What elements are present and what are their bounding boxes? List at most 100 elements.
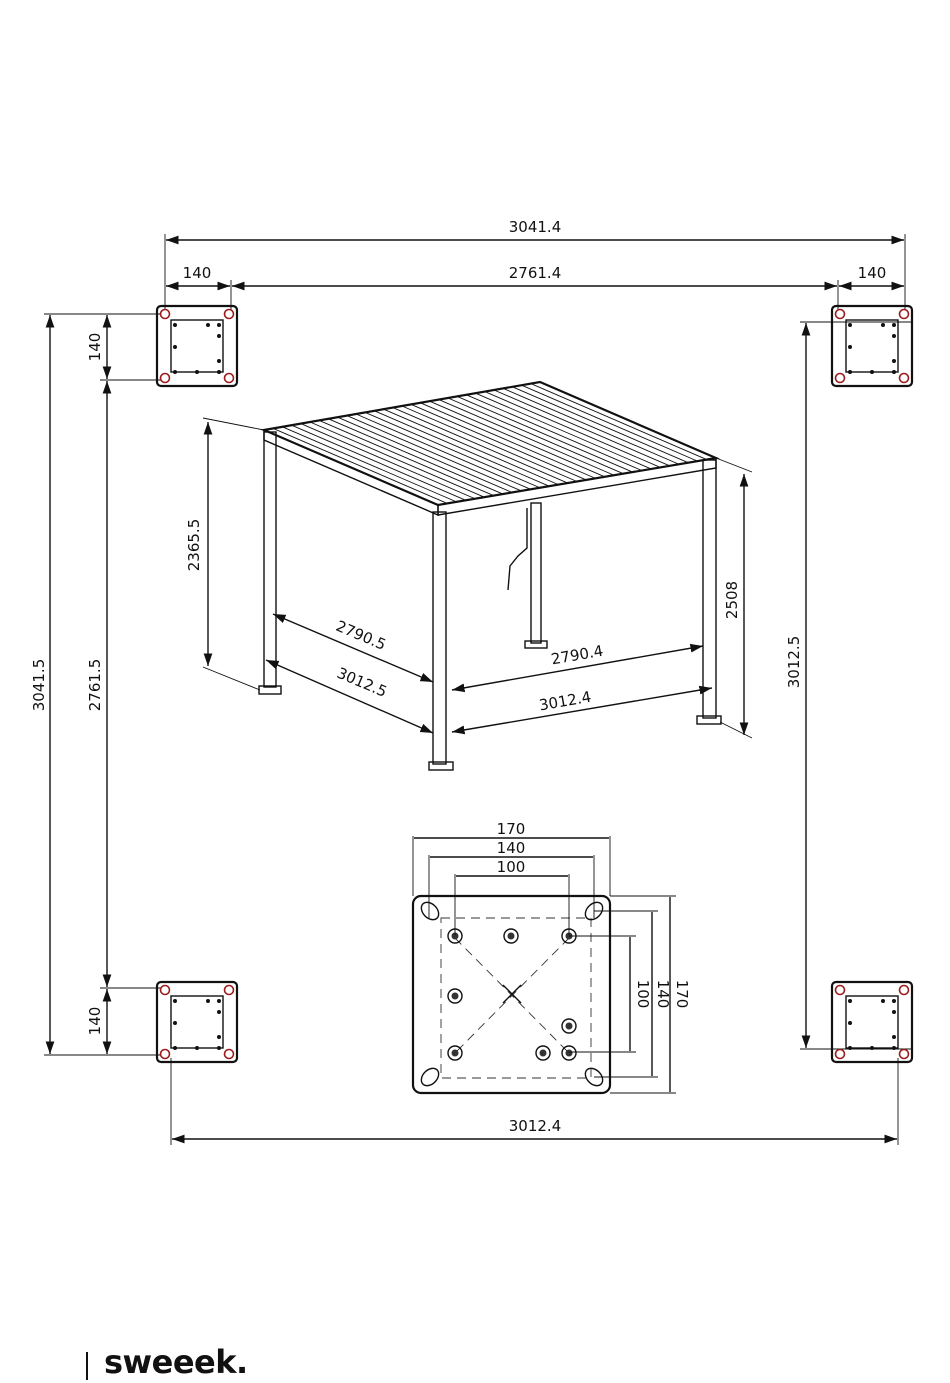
bolt-dot-icon [173,323,177,327]
bolt-dot-icon [217,1046,221,1050]
louver [531,384,707,460]
bolt-inner-icon [452,1050,459,1057]
bolt-dot-icon [206,323,210,327]
dim-left-bottom-post: 140 [86,1007,104,1036]
anchor-hole-icon [161,374,170,383]
louver [512,387,688,463]
dim-top-left-post: 140 [183,264,212,282]
louver [319,420,493,495]
bolt-dot-icon [892,1010,896,1014]
dim-plate-top-170: 170 [497,820,526,838]
post-outline [846,996,898,1048]
anchor-hole-icon [900,1050,909,1059]
pergola-isometric-view: 2365.5 2508 2790.5 3012.5 2790.4 3012.4 [185,382,752,770]
bolt-dot-icon [848,999,852,1003]
louver [485,392,661,468]
base-plate-bottom-right [832,982,912,1062]
anchor-hole-icon [225,374,234,383]
anchor-hole-icon [836,1050,845,1059]
louver [457,396,632,472]
bolt-dot-icon [892,1035,896,1039]
louver [347,416,522,491]
louver [402,406,577,482]
bolt-dot-icon [881,999,885,1003]
roof-louvers [273,384,707,504]
bolt-dot-icon [848,1046,852,1050]
bolt-inner-icon [508,933,515,940]
dim-width-outer: 3012.4 [538,688,593,715]
anchor-hole-icon [225,310,234,319]
louver [282,427,456,502]
dim-top-overall: 3041.4 [509,218,562,236]
louver [393,408,568,483]
bolt-dot-icon [173,345,177,349]
anchor-hole-icon [900,986,909,995]
louver [384,409,559,484]
bolt-inner-icon [566,1050,573,1057]
bolt-dot-icon [217,1035,221,1039]
bolt-dot-icon [217,370,221,374]
dim-plate-side-170: 170 [673,980,691,1009]
louver [522,385,698,461]
bolt-inner-icon [566,1023,573,1030]
bolt-dot-icon [206,999,210,1003]
bolt-dot-icon [173,1046,177,1050]
dim-depth-inner: 2790.5 [333,617,388,654]
dim-top-right-post: 140 [858,264,887,282]
louver [448,398,623,474]
bolt-inner-icon [452,993,459,1000]
brand-divider [86,1352,88,1380]
bolt-dot-icon [892,323,896,327]
dim-left-inner: 2761.5 [86,659,104,712]
dim-depth-outer: 3012.5 [334,664,389,701]
brand-logo: sweeek. [104,1343,248,1381]
bolt-dot-icon [217,1010,221,1014]
anchor-hole-icon [161,310,170,319]
slot-hole-icon [418,1065,442,1089]
louver [365,412,540,487]
louver [356,414,531,489]
louver [301,424,475,499]
bolt-dot-icon [870,370,874,374]
bolt-dot-icon [217,323,221,327]
louver [310,422,484,497]
base-plate-top-left [157,306,237,386]
louver [430,401,605,477]
anchor-hole-icon [836,374,845,383]
anchor-hole-icon [836,986,845,995]
dim-plate-side-100: 100 [634,980,652,1009]
post-outline [846,320,898,372]
overall-dimensions: 3041.4 140 2761.4 140 3041.5 140 2761.5 … [30,218,912,1145]
anchor-hole-icon [900,374,909,383]
dim-left-top-post: 140 [86,333,104,362]
bolt-dot-icon [892,334,896,338]
anchor-hole-icon [225,986,234,995]
bolt-dot-icon [870,1046,874,1050]
bolt-dot-icon [848,370,852,374]
anchor-hole-icon [161,986,170,995]
dim-top-inner: 2761.4 [509,264,562,282]
bolt-dot-icon [892,999,896,1003]
dim-bottom-overall: 3012.4 [509,1117,562,1135]
dim-plate-top-100: 100 [497,858,526,876]
bolt-dot-icon [848,345,852,349]
anchor-hole-icon [225,1050,234,1059]
bolt-dot-icon [217,334,221,338]
louver [494,390,670,466]
anchor-hole-icon [900,310,909,319]
base-plate-top-right [832,306,912,386]
base-plate-detail: 170 140 100 100 140 170 [413,820,691,1093]
anchor-hole-icon [161,1050,170,1059]
louver [503,388,679,464]
louver [439,400,614,476]
louver [466,395,641,471]
post-outline [171,996,223,1048]
louver [328,419,502,494]
bolt-dot-icon [892,370,896,374]
post-outline [171,320,223,372]
dim-plate-top-140: 140 [497,839,526,857]
louver [420,403,595,479]
louver [273,428,447,503]
louver [338,417,513,492]
